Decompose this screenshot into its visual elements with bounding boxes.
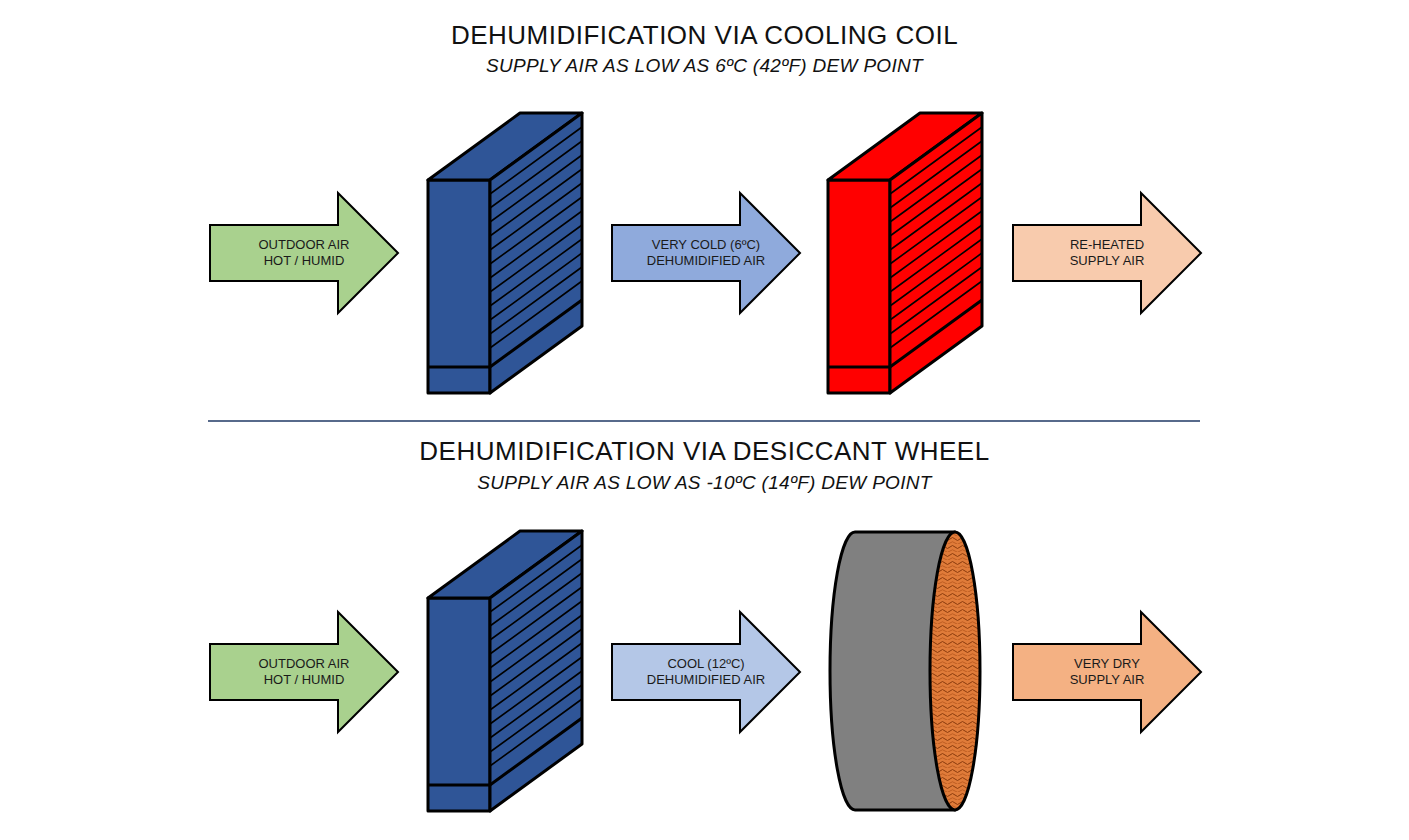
cooling-coil <box>428 531 582 811</box>
arrow-outline <box>210 193 398 313</box>
flow-arrow: VERY DRY SUPPLY AIR <box>1013 612 1201 732</box>
section-heading: DEHUMIDIFICATION VIA DESICCANT WHEEL <box>0 436 1409 467</box>
arrow-outline <box>612 612 800 732</box>
arrow-outline <box>1013 612 1201 732</box>
subtitle: SUPPLY AIR AS LOW AS 6ºC (42ºF) DEW POIN… <box>0 55 1409 77</box>
cooling-coil <box>428 113 582 393</box>
arrow-outline <box>210 612 398 732</box>
flow-arrow: RE-HEATED SUPPLY AIR <box>1013 193 1201 313</box>
arrow-label: OUTDOOR AIR HOT / HUMID <box>254 237 354 269</box>
arrow-label: OUTDOOR AIR HOT / HUMID <box>254 656 354 688</box>
arrow-outline <box>612 193 800 313</box>
reheat-coil <box>828 113 982 393</box>
diagram-title: DEHUMIDIFICATION VIA COOLING COIL <box>0 20 1409 51</box>
flow-arrow: OUTDOOR AIR HOT / HUMID <box>210 193 398 313</box>
flow-arrow: COOL (12ºC) DEHUMIDIFIED AIR <box>612 612 800 732</box>
flow-arrow: OUTDOOR AIR HOT / HUMID <box>210 612 398 732</box>
desiccant-wheel <box>830 532 980 810</box>
subtitle: SUPPLY AIR AS LOW AS -10ºC (14ºF) DEW PO… <box>0 472 1409 494</box>
separator-line <box>208 420 1200 422</box>
arrow-label: VERY DRY SUPPLY AIR <box>1062 656 1152 688</box>
arrow-label: COOL (12ºC) DEHUMIDIFIED AIR <box>644 656 769 688</box>
flow-arrow: VERY COLD (6ºC) DEHUMIDIFIED AIR <box>612 193 800 313</box>
arrow-label: RE-HEATED SUPPLY AIR <box>1062 237 1152 269</box>
arrow-outline <box>1013 193 1201 313</box>
arrow-label: VERY COLD (6ºC) DEHUMIDIFIED AIR <box>644 237 769 269</box>
